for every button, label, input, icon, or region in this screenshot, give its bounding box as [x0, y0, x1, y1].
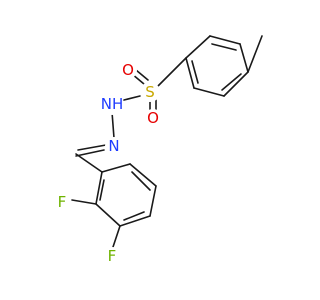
bond — [247, 35, 263, 73]
atom-nh: NH — [101, 95, 124, 113]
bond — [95, 171, 103, 205]
bond — [131, 171, 151, 191]
atom-n-imine: N — [108, 137, 119, 155]
bond — [123, 211, 145, 221]
bond — [209, 35, 241, 45]
bond — [191, 60, 199, 84]
bond — [135, 69, 149, 81]
bond — [185, 57, 195, 89]
bond — [223, 71, 249, 97]
atom-fluorine-3: F — [108, 247, 117, 265]
atom-oxygen-bottom: O — [147, 109, 159, 127]
bonds — [71, 35, 263, 251]
bond — [211, 43, 237, 51]
bond — [157, 57, 187, 87]
bond — [119, 215, 151, 227]
atom-sulfur: S — [145, 83, 155, 101]
bond — [239, 43, 249, 73]
bond — [75, 153, 103, 173]
bond — [123, 95, 141, 101]
atom-fluorine-2: F — [58, 193, 67, 211]
bond — [185, 35, 211, 59]
bond — [111, 111, 115, 139]
bond — [111, 225, 121, 251]
atom-oxygen-top: O — [122, 61, 134, 79]
atoms: S O O NH N F F — [53, 61, 162, 265]
bond — [95, 203, 121, 227]
bond — [99, 179, 105, 201]
bond — [71, 199, 97, 205]
bond — [221, 73, 242, 91]
bond — [193, 87, 225, 97]
bond — [77, 144, 107, 151]
bond — [75, 149, 105, 157]
bond — [101, 163, 131, 173]
bond — [149, 185, 157, 217]
bond — [129, 163, 157, 187]
molecule-diagram: S O O NH N F F — [53, 35, 263, 265]
